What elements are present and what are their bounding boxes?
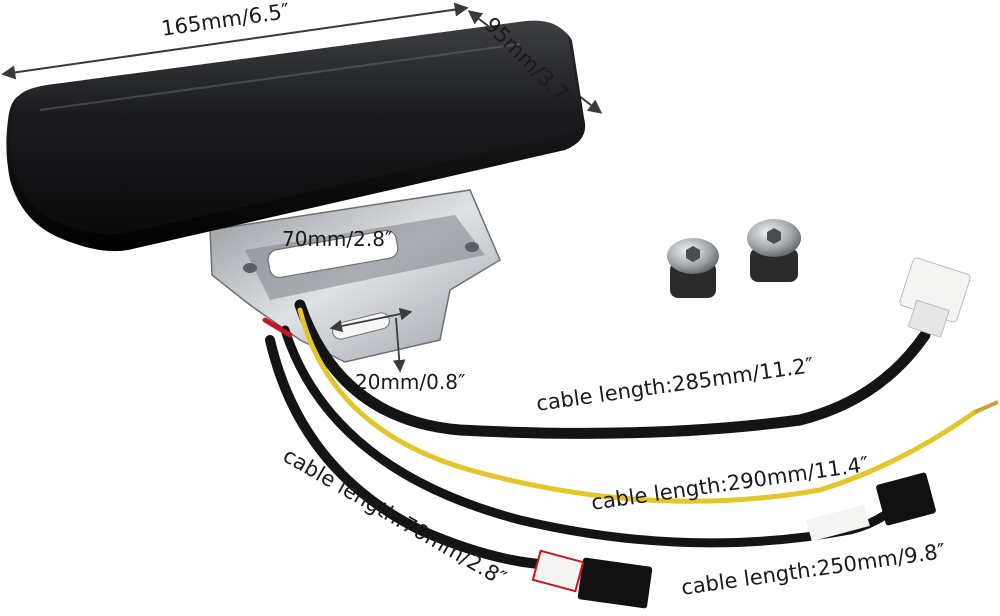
hole-dimension-arrow (329, 307, 413, 333)
width-dimension-arrow (1, 2, 469, 80)
connector-black-small (531, 549, 653, 609)
mounting-bracket (209, 189, 501, 363)
cable-70mm (265, 335, 565, 570)
connector-white-plug (899, 257, 971, 338)
bracket-label: 70mm/2.8″ (282, 227, 393, 251)
cable-bundle (262, 299, 978, 570)
ring-terminal (974, 400, 999, 414)
bolt-icon (667, 238, 719, 298)
hole-label: 20mm/0.8″ (355, 370, 466, 394)
bolt-icon (747, 219, 801, 282)
connector-black-2pin (806, 472, 936, 542)
cable-285mm (294, 299, 931, 439)
cable-290mm (297, 307, 978, 504)
display-housing (6, 20, 586, 252)
